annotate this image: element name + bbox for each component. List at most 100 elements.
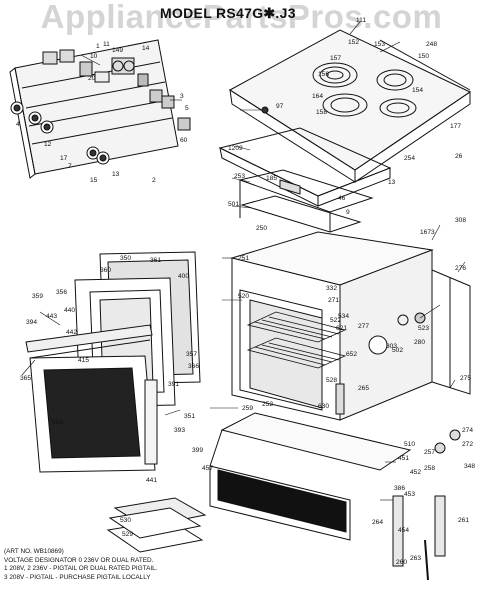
callout-label: 1 xyxy=(96,43,100,50)
callout-label: 351 xyxy=(184,413,195,420)
callout-label: 248 xyxy=(426,41,437,48)
callout-label: 14 xyxy=(142,45,150,52)
callout-label: 1673 xyxy=(420,229,435,236)
broiler-pans xyxy=(106,497,207,553)
callout-label: 502 xyxy=(392,347,403,354)
callout-label: 7 xyxy=(68,163,72,170)
watermark: AppliancePartsPros.com xyxy=(40,0,443,35)
callout-label: 332 xyxy=(326,285,337,292)
oven-body xyxy=(230,231,471,421)
callout-label: 261 xyxy=(458,517,469,524)
note-line: 3 208V - PIGTAIL - PURCHASE PIGTAIL LOCA… xyxy=(4,573,151,581)
leader-lines xyxy=(21,21,466,501)
art-number: (ART NO. WB10869) xyxy=(4,548,64,555)
callout-label: 15 xyxy=(90,177,98,184)
callout-label: 3 xyxy=(180,93,184,100)
callout-label: 10 xyxy=(90,53,98,60)
callout-label: 258 xyxy=(424,465,435,472)
callout-label: 558 xyxy=(52,419,63,426)
callout-label: 501 xyxy=(228,201,239,208)
range-top-frame xyxy=(218,127,392,233)
control-panel xyxy=(9,39,191,179)
callout-label: 365 xyxy=(20,375,31,382)
callout-label: 522 xyxy=(330,317,341,324)
callout-label: 520 xyxy=(238,293,249,300)
callout-label: 442 xyxy=(66,329,77,336)
storage-drawer xyxy=(209,412,412,541)
callout-label: 523 xyxy=(418,325,429,332)
callout-label: 441 xyxy=(146,477,157,484)
callout-label: 530 xyxy=(120,517,131,524)
callout-label: 350 xyxy=(120,255,131,262)
callout-label: 652 xyxy=(346,351,357,358)
callout-label: 621 xyxy=(336,325,347,332)
callout-label: 20 xyxy=(88,75,96,82)
callout-label: 357 xyxy=(186,351,197,358)
callout-label: 46 xyxy=(338,195,346,202)
callout-label: 528 xyxy=(326,377,337,384)
callout-label: 9 xyxy=(346,209,350,216)
callout-label: 386 xyxy=(394,485,405,492)
callout-label: 308 xyxy=(455,217,466,224)
callout-label: 264 xyxy=(372,519,383,526)
callout-label: 111 xyxy=(356,17,366,24)
callout-label: 17 xyxy=(60,155,68,162)
callout-label: 1209 xyxy=(228,145,243,152)
callout-label: 156 xyxy=(318,71,329,78)
callout-label: 440 xyxy=(64,307,75,314)
callout-label: 11 xyxy=(103,41,110,48)
callout-label: 158 xyxy=(316,109,327,116)
callout-label: 271 xyxy=(328,297,339,304)
callout-label: 453 xyxy=(404,491,415,498)
callout-label: 13 xyxy=(112,171,120,178)
callout-label: 250 xyxy=(256,225,267,232)
callout-label: 529 xyxy=(122,531,133,538)
callout-label: 393 xyxy=(174,427,185,434)
callout-label: 510 xyxy=(404,441,415,448)
callout-label: 259 xyxy=(242,405,253,412)
callout-label: 265 xyxy=(358,385,369,392)
callout-label: 276 xyxy=(455,265,466,272)
callout-label: 277 xyxy=(358,323,369,330)
callout-label: 152 xyxy=(348,39,359,46)
model-title: MODEL RS47G✱.J3 xyxy=(160,5,296,21)
footnotes: (ART NO. WB10869) VOLTAGE DESIGNATOR 0 2… xyxy=(4,548,157,582)
callout-label: 534 xyxy=(338,313,349,320)
callout-label: 251 xyxy=(238,255,249,262)
callout-label: 4 xyxy=(16,121,20,128)
callout-label: 254 xyxy=(404,155,415,162)
callout-label: 185 xyxy=(266,175,277,182)
callout-label: 177 xyxy=(450,123,461,130)
callout-label: 394 xyxy=(26,319,37,326)
callout-label: 260 xyxy=(396,559,407,566)
callout-label: 157 xyxy=(330,55,341,62)
callout-label: 366 xyxy=(188,363,199,370)
callout-label: 149 xyxy=(112,47,123,54)
callout-label: 12 xyxy=(44,141,52,148)
callout-label: 253 xyxy=(234,173,245,180)
callout-label: 451 xyxy=(398,455,409,462)
callout-label: 153 xyxy=(374,41,385,48)
callout-label: 454 xyxy=(398,527,409,534)
callout-label: 13 xyxy=(388,179,396,186)
callout-label: 26 xyxy=(455,153,463,160)
callout-label: 274 xyxy=(462,427,473,434)
callout-label: 452 xyxy=(410,469,421,476)
hinges xyxy=(392,429,461,581)
note-line: VOLTAGE DESIGNATOR 0 236V OR DUAL RATED. xyxy=(4,556,154,564)
callout-label: 164 xyxy=(312,93,323,100)
note-line: 1 208V, 2 236V - PIGTAIL OR DUAL RATED P… xyxy=(4,565,158,573)
callout-label: 359 xyxy=(32,293,43,300)
callout-label: 630 xyxy=(318,403,329,410)
callout-label: 415 xyxy=(78,357,89,364)
callout-label: 391 xyxy=(168,381,179,388)
callout-label: 443 xyxy=(46,313,57,320)
callout-label: 303 xyxy=(386,343,397,350)
cooktop xyxy=(229,29,472,183)
knobs xyxy=(10,101,110,165)
callout-label: 257 xyxy=(424,449,435,456)
callout-label: 263 xyxy=(410,555,421,562)
callout-label: 360 xyxy=(100,267,111,274)
callout-label: 150 xyxy=(418,53,429,60)
